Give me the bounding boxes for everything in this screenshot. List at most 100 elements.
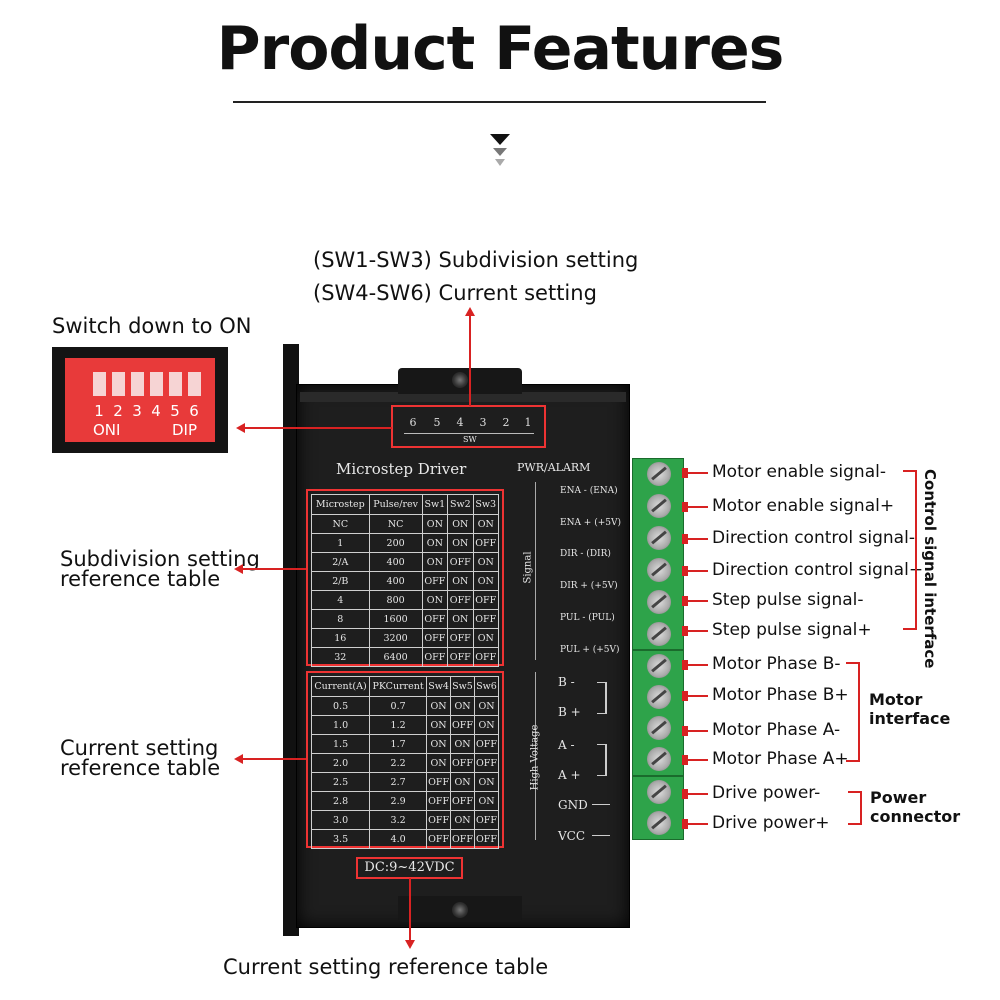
table-cell: OFF xyxy=(421,571,449,591)
dip-key xyxy=(169,372,182,396)
table-cell: 3.2 xyxy=(369,810,428,830)
table-cell: ON xyxy=(447,609,474,629)
table-cell: 2/A xyxy=(311,552,370,572)
table-cell: OFF xyxy=(472,590,500,610)
driver-top-edge xyxy=(300,392,626,402)
table-cell: 3200 xyxy=(368,628,423,648)
terminal-screw-icon[interactable] xyxy=(647,462,671,486)
terminal-screw-icon[interactable] xyxy=(647,685,671,709)
terminal-label: Step pulse signal- xyxy=(712,590,864,610)
table-cell: OFF xyxy=(421,628,449,648)
table-header: Sw6 xyxy=(473,676,500,697)
pin-label: PUL - (PUL) xyxy=(560,613,615,623)
callout-sw1-sw3: (SW1-SW3) Subdivision setting xyxy=(313,248,639,272)
table-cell: ON xyxy=(473,715,500,735)
terminal-label: Motor Phase B+ xyxy=(712,685,849,705)
table-cell: OFF xyxy=(472,533,500,553)
table-cell: ON xyxy=(426,734,452,754)
chevron-down-icon xyxy=(490,134,510,145)
terminal-screw-icon[interactable] xyxy=(647,811,671,835)
dip-number: 6 xyxy=(189,402,199,420)
table-cell: ON xyxy=(421,533,449,553)
dip-dip-label: DIP xyxy=(172,421,198,439)
title-divider xyxy=(233,101,766,103)
control-group-label: Control signal interface xyxy=(921,469,939,669)
pin-label: A - xyxy=(558,738,575,752)
terminal-screw-icon[interactable] xyxy=(647,558,671,582)
table-cell: ON xyxy=(426,715,452,735)
callout-sw4-sw6: (SW4-SW6) Current setting xyxy=(313,281,597,305)
table-cell: NC xyxy=(311,514,370,534)
driver-name: Microstep Driver xyxy=(336,460,467,478)
table-cell: ON xyxy=(472,628,500,648)
table-cell: OFF xyxy=(447,647,474,667)
callout-current-line1: Current setting xyxy=(60,736,219,760)
terminal-screw-icon[interactable] xyxy=(647,526,671,550)
pin-label: A + xyxy=(558,768,581,782)
table-cell: 4 xyxy=(311,590,370,610)
table-cell: OFF xyxy=(447,628,474,648)
page-title: Product Features xyxy=(216,14,785,84)
arrow-left-icon xyxy=(234,754,243,764)
table-cell: OFF xyxy=(426,829,452,849)
table-cell: OFF xyxy=(473,810,500,830)
terminal-screw-icon[interactable] xyxy=(647,716,671,740)
chevron-down-icon-3 xyxy=(495,159,505,166)
table-cell: OFF xyxy=(472,647,500,667)
terminal-screw-icon[interactable] xyxy=(647,622,671,646)
motor-bracket xyxy=(846,662,860,762)
table-cell: OFF xyxy=(473,829,500,849)
pointer-line xyxy=(469,316,471,406)
terminal-label: Motor enable signal+ xyxy=(712,496,895,516)
table-cell: ON xyxy=(473,791,500,811)
table-header: Pulse/rev xyxy=(368,494,423,515)
table-cell: 1.0 xyxy=(310,715,371,735)
table-cell: ON xyxy=(450,810,475,830)
table-cell: ON xyxy=(472,552,500,572)
dip-number: 3 xyxy=(132,402,142,420)
pwr-alarm-label: PWR/ALARM xyxy=(517,461,591,474)
dip-number: 1 xyxy=(94,402,104,420)
table-cell: OFF xyxy=(450,715,475,735)
table-header: Sw4 xyxy=(426,676,452,697)
control-bracket xyxy=(903,470,917,630)
sw-number: 4 xyxy=(456,416,464,429)
table-cell: OFF xyxy=(450,753,475,773)
sw-number: 6 xyxy=(409,416,417,429)
terminal-screw-icon[interactable] xyxy=(647,747,671,771)
table-cell: 1600 xyxy=(368,609,423,629)
pointer-line xyxy=(242,568,306,570)
sw-label: SW xyxy=(463,435,477,444)
pin-label: DIR - (DIR) xyxy=(560,549,611,559)
terminal-screw-icon[interactable] xyxy=(647,654,671,678)
signal-bracket xyxy=(535,482,536,660)
table-header: Current(A) xyxy=(310,676,371,697)
table-cell: OFF xyxy=(426,810,452,830)
table-cell: ON xyxy=(421,514,449,534)
terminal-label: Motor Phase B- xyxy=(712,654,841,674)
table-cell: 1.2 xyxy=(369,715,428,735)
table-cell: OFF xyxy=(472,609,500,629)
table-cell: 400 xyxy=(368,571,423,591)
table-cell: 1 xyxy=(311,533,370,553)
table-cell: 1.7 xyxy=(369,734,428,754)
terminal-block-motor xyxy=(632,650,684,776)
power-group-line2: connector xyxy=(870,807,961,826)
terminal-screw-icon[interactable] xyxy=(647,590,671,614)
table-header: Sw1 xyxy=(421,494,449,515)
terminal-screw-icon[interactable] xyxy=(647,494,671,518)
table-cell: 2/B xyxy=(311,571,370,591)
table-cell: ON xyxy=(450,734,475,754)
terminal-screw-icon[interactable] xyxy=(647,780,671,804)
table-cell: OFF xyxy=(426,791,452,811)
table-cell: 16 xyxy=(311,628,370,648)
arrow-left-icon xyxy=(234,564,243,574)
sw-number: 1 xyxy=(524,416,532,429)
